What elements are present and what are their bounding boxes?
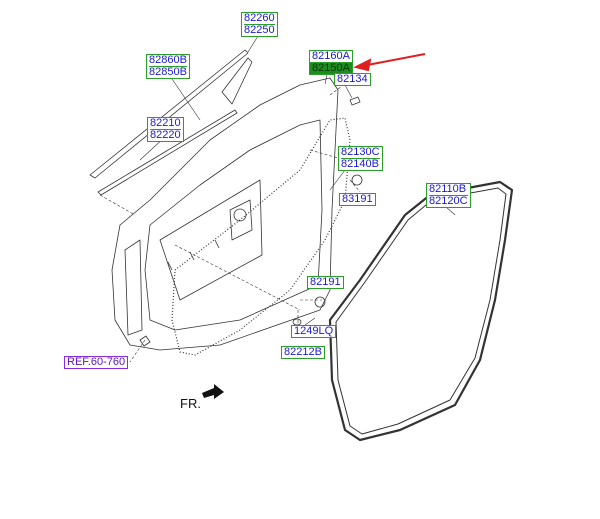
- label-1249LQ-text: 1249LQ: [294, 325, 334, 337]
- label-82110B-82120C[interactable]: 82110B 82120C: [426, 183, 471, 208]
- label-82150A-text: 82150A: [312, 62, 350, 74]
- front-direction-label: FR.: [180, 396, 201, 411]
- label-82191-text: 82191: [310, 276, 341, 288]
- reference-label-text: REF.60-760: [67, 356, 126, 368]
- door-side-weatherstrip: [171, 117, 351, 356]
- front-arrow-icon: [202, 384, 224, 399]
- plug-82191: [314, 296, 326, 308]
- door-inner-panel: [144, 119, 323, 331]
- label-82134-text: 82134: [337, 73, 368, 85]
- label-82140B[interactable]: 82140B: [341, 158, 380, 170]
- label-82120C[interactable]: 82120C: [429, 195, 468, 207]
- label-82850B[interactable]: 82850B: [149, 66, 187, 78]
- label-82160A-text: 82160A: [312, 50, 350, 62]
- label-82260[interactable]: 82260: [244, 12, 275, 24]
- label-82210[interactable]: 82210: [150, 117, 181, 129]
- reference-label[interactable]: REF.60-760: [64, 356, 129, 369]
- belt-moulding: [89, 49, 249, 179]
- door-frame: [111, 77, 339, 351]
- label-82250[interactable]: 82250: [244, 24, 275, 36]
- label-82260-82250[interactable]: 82260 82250: [241, 12, 278, 37]
- label-82210-82220[interactable]: 82210 82220: [147, 117, 184, 142]
- label-1249LQ[interactable]: 1249LQ: [291, 325, 337, 338]
- label-82212B-text: 82212B: [284, 346, 322, 358]
- clip-83191: [351, 174, 363, 186]
- label-82191[interactable]: 82191: [307, 276, 344, 289]
- label-82110B[interactable]: 82110B: [429, 183, 467, 195]
- label-83191-text: 83191: [342, 193, 373, 205]
- body-weatherstrip: [328, 180, 514, 442]
- label-83191[interactable]: 83191: [339, 193, 376, 206]
- label-82860B-82850B[interactable]: 82860B 82850B: [146, 54, 190, 79]
- label-82130C-82140B[interactable]: 82130C 82140B: [338, 146, 383, 171]
- label-82150A[interactable]: 82150A: [309, 62, 353, 75]
- pillar-trim: [221, 57, 253, 105]
- label-82220[interactable]: 82220: [150, 129, 181, 141]
- label-82130C[interactable]: 82130C: [341, 146, 380, 158]
- highlight-arrow: [353, 53, 426, 72]
- label-82860B[interactable]: 82860B: [149, 54, 187, 66]
- label-82212B[interactable]: 82212B: [281, 346, 325, 359]
- clip-82134: [349, 96, 361, 106]
- weatherstrip-belt: [97, 109, 238, 196]
- label-82134[interactable]: 82134: [334, 73, 371, 86]
